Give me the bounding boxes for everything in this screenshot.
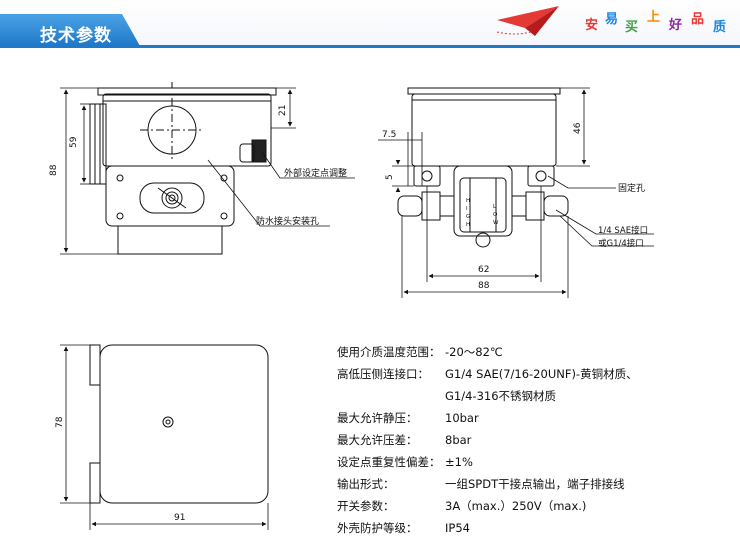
dim-78: 78	[55, 416, 65, 428]
paper-plane-icon	[496, 6, 559, 36]
brand-char: 品	[691, 12, 705, 27]
spec-row: 最大允许压差： 8bar	[337, 429, 737, 451]
spec-label: 高低压侧连接口：	[337, 367, 429, 381]
spec-row: 高低压侧连接口： G1/4 SAE(7/16-20UNF)-黄铜材质、	[337, 363, 737, 385]
dim-88-side: 88	[478, 281, 490, 291]
spec-value: IP54	[445, 521, 470, 535]
spec-value: 10bar	[445, 411, 479, 425]
spec-value: 一组SPDT干接点输出，端子排接线	[445, 477, 625, 491]
label-g14-port: 或G1/4接口	[598, 238, 644, 249]
dim-7-5: 7.5	[382, 130, 396, 140]
label-fixing-hole: 固定孔	[618, 182, 645, 194]
dim-5: 5	[385, 174, 395, 180]
spec-row: G1/4-316不锈钢材质	[337, 385, 737, 407]
front-view	[89, 87, 277, 255]
bottom-view	[89, 344, 269, 504]
spec-list: 使用介质温度范围： -20～82℃ 高低压侧连接口： G1/4 SAE(7/16…	[337, 341, 737, 539]
brand-char: 好	[669, 18, 683, 33]
dim-62: 62	[478, 265, 489, 275]
brand-char: 买	[625, 20, 639, 35]
spec-row: 开关参数： 3A（max.）250V（max.)	[337, 495, 737, 517]
spec-label: 最大允许静压：	[337, 411, 418, 425]
spec-value: G1/4-316不锈钢材质	[445, 389, 557, 403]
spec-value: 3A（max.）250V（max.)	[445, 499, 587, 513]
spec-value: G1/4 SAE(7/16-20UNF)-黄铜材质、	[445, 367, 638, 381]
dim-91: 91	[174, 513, 185, 523]
spec-row: 使用介质温度范围： -20～82℃	[337, 341, 737, 363]
dim-21: 21	[278, 105, 288, 116]
dim-46: 46	[573, 122, 583, 134]
header-divider	[0, 45, 740, 48]
dim-88-front: 88	[49, 164, 59, 176]
spec-label: 输出形式：	[337, 477, 395, 491]
brand-char: 质	[713, 20, 727, 35]
spec-label: 设定点重复性偏差：	[337, 455, 441, 469]
spec-value: -20～82℃	[445, 345, 503, 359]
spec-label: 使用介质温度范围：	[337, 345, 441, 359]
side-view	[397, 87, 569, 248]
brand-char: 易	[605, 12, 619, 27]
brand-slogan: 安 易 买 上 好 品 质	[585, 4, 735, 40]
dim-59: 59	[69, 136, 79, 148]
spec-label: 外壳防护等级：	[337, 521, 418, 535]
brand-char: 上	[647, 10, 661, 25]
label-waterproof-hole: 防水接头安装孔	[256, 215, 319, 227]
title-tab	[0, 14, 140, 46]
spec-value: 8bar	[445, 433, 472, 447]
brand-char: 安	[585, 18, 599, 33]
spec-label: 最大允许压差：	[337, 433, 418, 447]
page-title: 技术参数	[40, 26, 112, 46]
spec-row: 设定点重复性偏差： ±1%	[337, 451, 737, 473]
label-sae-port: 1/4 SAE接口	[598, 225, 648, 236]
spec-label: 开关参数：	[337, 499, 395, 513]
spec-value: ±1%	[445, 455, 473, 469]
spec-row: 外壳防护等级： IP54	[337, 517, 737, 539]
label-external-adjust: 外部设定点调整	[284, 167, 347, 179]
spec-row: 输出形式： 一组SPDT干接点输出，端子排接线	[337, 473, 737, 495]
spec-row: 最大允许静压： 10bar	[337, 407, 737, 429]
